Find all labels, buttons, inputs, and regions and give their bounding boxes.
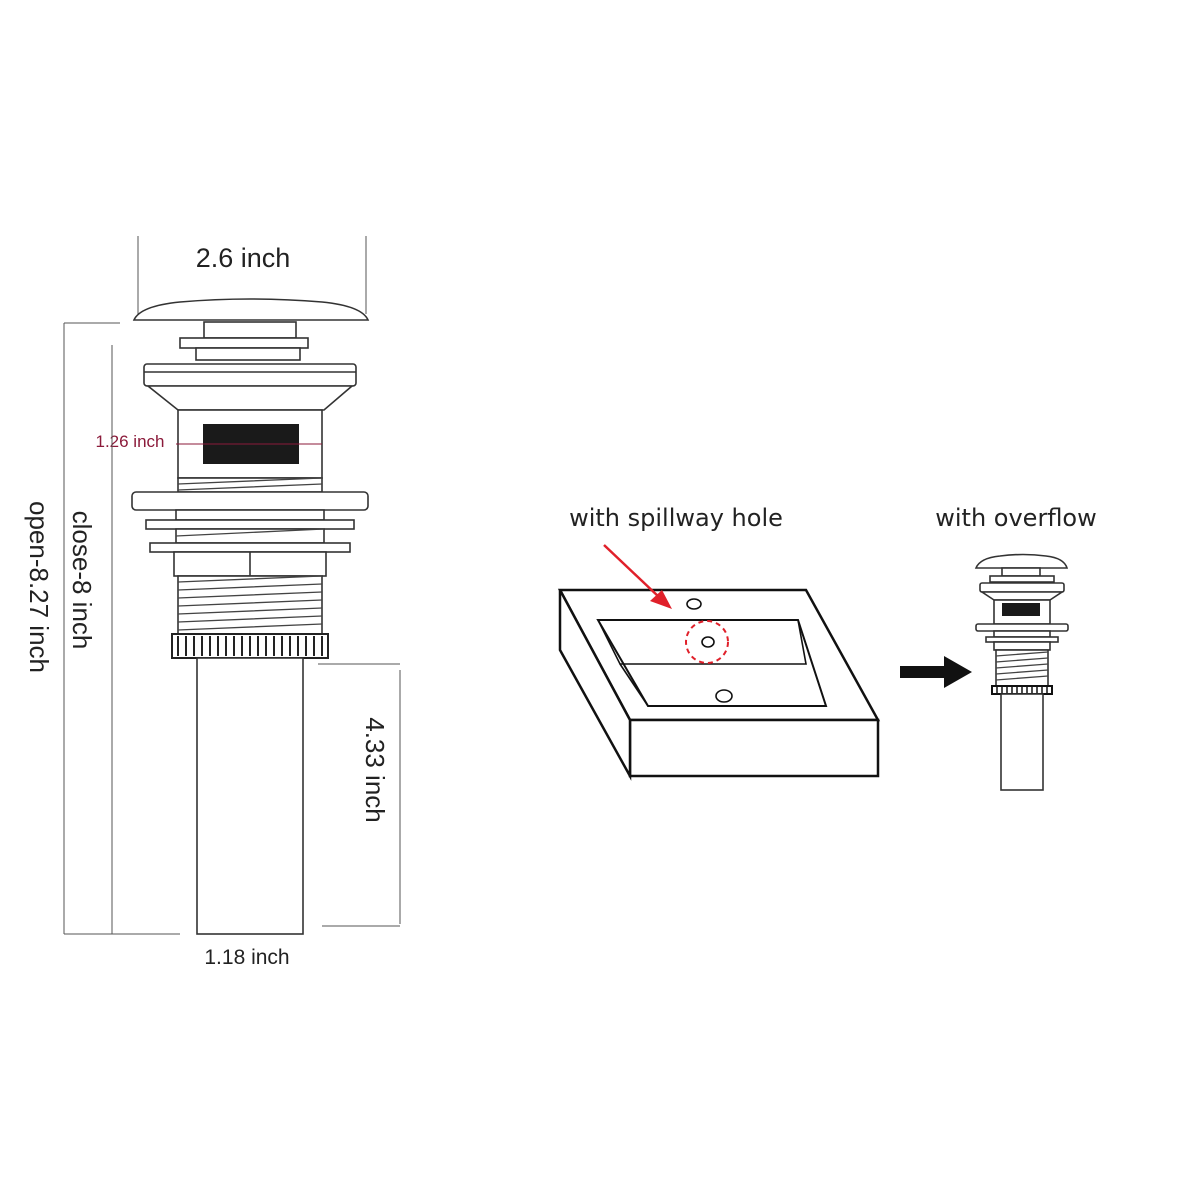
mid-washer [145,519,355,530]
lower-washer [149,542,351,553]
tail-length-label: 4.33 inch [360,717,390,823]
drain-dimension-drawing: 2.6 inch 1.26 inch [24,236,401,969]
stem-washer [179,337,309,349]
spillway-hole [701,636,715,648]
mid-flange [131,491,369,511]
tailpiece [196,657,304,935]
mini-mid-ring [993,630,1051,638]
mini-cap [974,553,1069,569]
mini-flange [979,582,1065,593]
overflow-drain-illustration: with overflow [935,504,1097,791]
body-flange [143,363,357,387]
red-arrow-shaft [603,544,661,599]
red-arrow-head [650,590,672,609]
mini-overflow-slot [1002,603,1040,616]
sink-side [558,589,632,781]
mini-nut [993,641,1051,651]
basin-back-wall [597,619,807,665]
tail-width-label: 1.18 inch [204,946,289,969]
spillway-highlight-circle [685,620,729,664]
mini-stem [1001,567,1041,577]
mini-taper [979,591,1065,601]
black-arrow-shaft [900,666,946,678]
faucet-hole [686,598,702,610]
mid-thread-line [175,528,325,537]
open-height-label: open-8.27 inch [24,501,54,673]
sink-illustration: with spillway hole [557,504,881,781]
black-arrow [900,656,972,688]
slot-width-label: 1.26 inch [96,432,165,451]
drain-hole [715,689,733,703]
black-arrow-head [944,656,972,688]
main-thread-lines [177,575,323,631]
cap-stem [203,321,297,339]
upper-threads [177,477,323,493]
close-height-label: close-8 inch [67,511,97,650]
mini-knurl-marks [996,687,1048,693]
main-threads [177,575,323,635]
thread-lines-1 [177,477,323,491]
mid-ring [175,509,325,521]
mini-mid-flange [975,623,1069,632]
mini-thread-lines [995,651,1049,681]
basin-corner [619,663,649,707]
overflow-label: with overflow [935,504,1097,532]
sink-front [628,718,880,778]
drain-cap [132,298,370,321]
mini-washer [989,575,1055,583]
stem-ring [195,347,301,361]
mini-threads [995,649,1049,687]
body-taper [145,385,355,411]
spillway-label: with spillway hole [569,504,783,532]
top-width-label: 2.6 inch [196,243,291,273]
mid-thread [175,528,325,544]
knurl-marks [177,636,323,656]
mini-tailpiece [1000,693,1044,791]
